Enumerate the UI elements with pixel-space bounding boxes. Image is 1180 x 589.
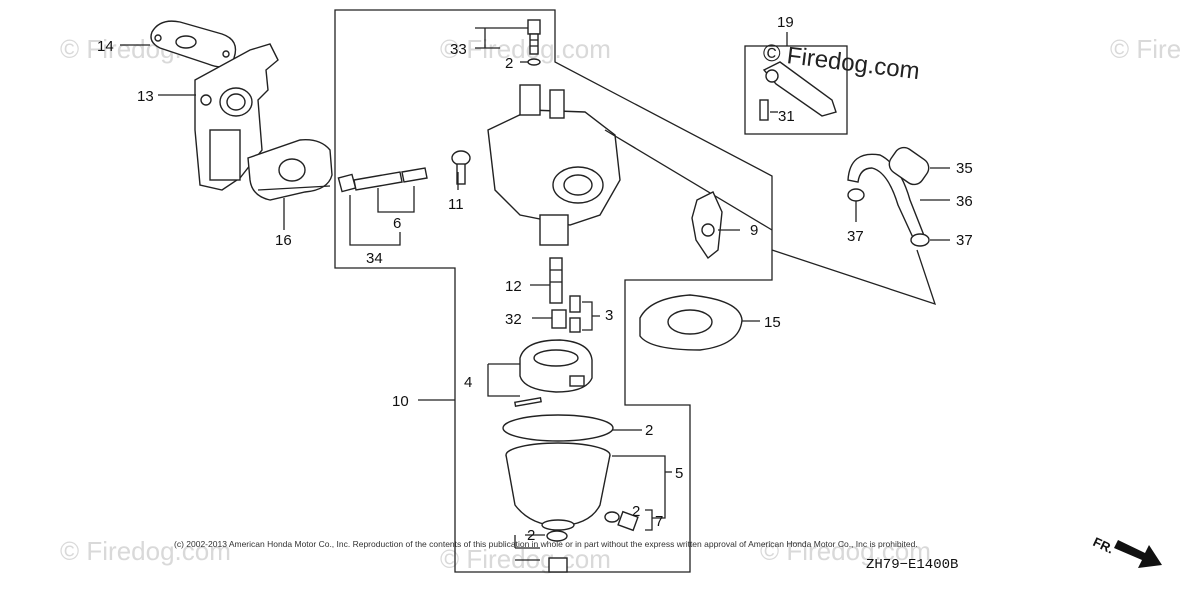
- assembly-outline: [334, 9, 773, 573]
- leader-33: [475, 27, 528, 49]
- float-valve-9: [691, 191, 723, 260]
- leader-2-bowl: [612, 429, 666, 519]
- pin-31: [759, 99, 769, 121]
- float-pin: [514, 396, 542, 408]
- label-32: 32: [505, 311, 522, 328]
- label-16: 16: [275, 232, 292, 249]
- diagram-code: ZH79−E1400B: [866, 557, 958, 573]
- screw-11: [451, 150, 471, 185]
- label-34: 34: [366, 250, 383, 267]
- insulator-13: [194, 43, 279, 191]
- leader-16-link: [257, 185, 331, 191]
- label-14: 14: [97, 38, 114, 55]
- front-arrow-icon: [1114, 540, 1162, 568]
- washer-2-top: [527, 58, 541, 66]
- gasket-15: [639, 294, 743, 351]
- label-5: 5: [675, 465, 683, 482]
- leader-7: [645, 509, 653, 531]
- label-19: 19: [777, 14, 794, 31]
- label-6: 6: [393, 215, 401, 232]
- float-4: [519, 339, 593, 393]
- label-13: 13: [137, 88, 154, 105]
- leader-tube-group: [771, 249, 937, 306]
- watermark-top-center: © Firedog.com: [440, 34, 611, 64]
- leader-4: [487, 363, 520, 397]
- throttle-lever-19: [762, 61, 837, 117]
- leader-6: [377, 186, 415, 213]
- front-direction-marker: FR.: [1091, 534, 1162, 568]
- label-37-left: 37: [847, 228, 864, 245]
- label-2-drain: 2: [527, 527, 535, 544]
- needle-set-3: [569, 295, 581, 333]
- label-3: 3: [605, 307, 613, 324]
- copyright-notice: (c) 2002-2013 American Honda Motor Co., …: [174, 539, 918, 549]
- label-2-plug: 2: [632, 503, 640, 520]
- watermark-bottom-right: © Firedog.com: [760, 536, 931, 566]
- lever-group-box: [744, 45, 848, 135]
- fuel-tube-35-36: [847, 146, 930, 243]
- pilot-screw-6: [337, 167, 428, 193]
- clip-37-left: [847, 188, 865, 202]
- float-bowl-5: [502, 414, 614, 531]
- label-11: 11: [448, 196, 464, 213]
- label-37-right: 37: [956, 232, 973, 249]
- label-2-top: 2: [505, 55, 513, 72]
- label-9: 9: [750, 222, 758, 239]
- drain-bolt: [548, 557, 568, 573]
- washer-2-drain: [546, 530, 568, 542]
- carburetor-body: [487, 84, 773, 246]
- label-4: 4: [464, 374, 472, 391]
- main-jet-32: [551, 309, 567, 329]
- clip-37-right: [910, 233, 930, 247]
- label-10: 10: [392, 393, 409, 410]
- label-12: 12: [505, 278, 522, 295]
- label-15: 15: [764, 314, 781, 331]
- leader-34: [349, 195, 401, 246]
- label-33: 33: [450, 41, 467, 58]
- leader-3: [582, 301, 600, 331]
- screw-33: [527, 19, 541, 55]
- gasket-14: [150, 20, 237, 68]
- label-31: 31: [778, 108, 795, 125]
- main-nozzle-12: [549, 257, 563, 304]
- label-7: 7: [655, 513, 663, 530]
- drain-screw-7: [604, 510, 639, 532]
- watermark-bottom-left: © Firedog.com: [60, 536, 231, 566]
- watermarks: © Firedog.com © Firedog.com © Fire © Fir…: [60, 34, 1180, 574]
- label-2-bowl: 2: [645, 422, 653, 439]
- front-label: FR.: [1091, 534, 1116, 556]
- part-labels: 14 13 16 33 2 6 34 11 19 31 35 36 37 37 …: [97, 14, 973, 544]
- label-35: 35: [956, 160, 973, 177]
- watermark-bottom-center: © Firedog.com: [440, 544, 611, 574]
- leader-2-drain: [514, 534, 545, 561]
- label-36: 36: [956, 193, 973, 210]
- watermark-top-right: © Fire: [1110, 34, 1180, 64]
